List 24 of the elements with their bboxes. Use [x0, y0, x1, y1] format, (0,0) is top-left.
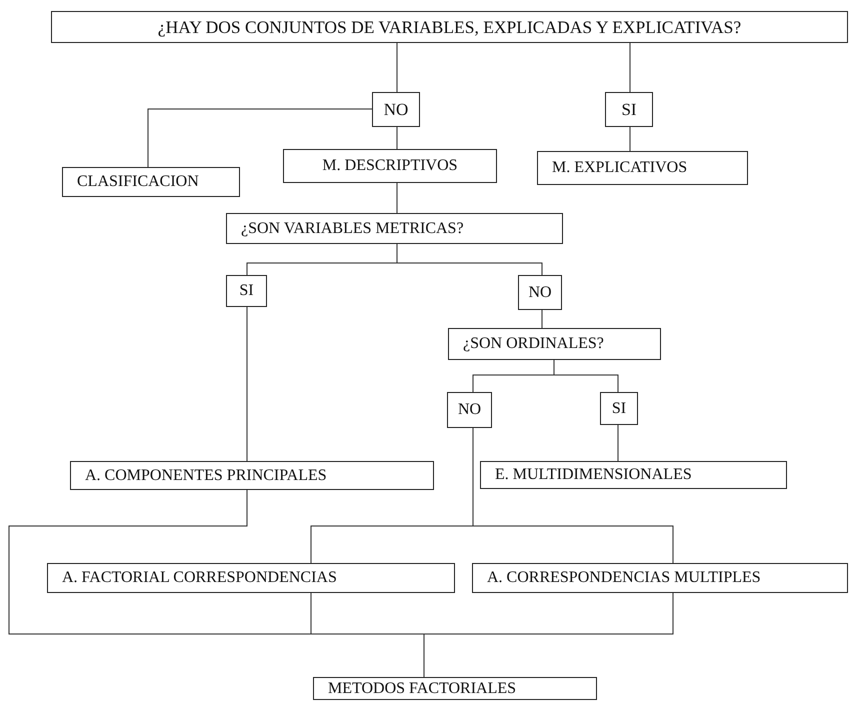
- connector-line: [396, 126, 398, 150]
- connector-line: [148, 108, 372, 168]
- connector-line: [246, 306, 248, 462]
- flow-box: ¿SON VARIABLES METRICAS?: [226, 213, 563, 244]
- flow-box: A. CORRESPONDENCIAS MULTIPLES: [472, 563, 848, 593]
- flow-box: SI: [605, 92, 653, 127]
- flow-box: ¿SON ORDINALES?: [448, 328, 661, 360]
- flow-box: ¿HAY DOS CONJUNTOS DE VARIABLES, EXPLICADAS Y EXPLICATIVAS?: [51, 11, 848, 43]
- flow-box: NO: [372, 92, 420, 127]
- flow-box: NO: [447, 392, 492, 428]
- flow-box: A. COMPONENTES PRINCIPALES: [70, 461, 434, 490]
- connector-line: [396, 244, 542, 276]
- flow-box: NO: [518, 275, 562, 310]
- connector-line: [396, 42, 398, 92]
- flow-box: A. FACTORIAL CORRESPONDENCIAS: [47, 563, 455, 593]
- connector-line: [554, 360, 618, 392]
- flow-box: E. MULTIDIMENSIONALES: [480, 461, 787, 489]
- flow-box: M. EXPLICATIVOS: [537, 151, 748, 185]
- flow-box: SI: [226, 275, 267, 307]
- flow-box: M. DESCRIPTIVOS: [283, 149, 497, 183]
- flow-box: SI: [600, 392, 638, 425]
- flow-box: METODOS FACTORIALES: [313, 677, 597, 700]
- connector-line: [396, 182, 398, 214]
- flow-box: CLASIFICACION: [62, 167, 240, 197]
